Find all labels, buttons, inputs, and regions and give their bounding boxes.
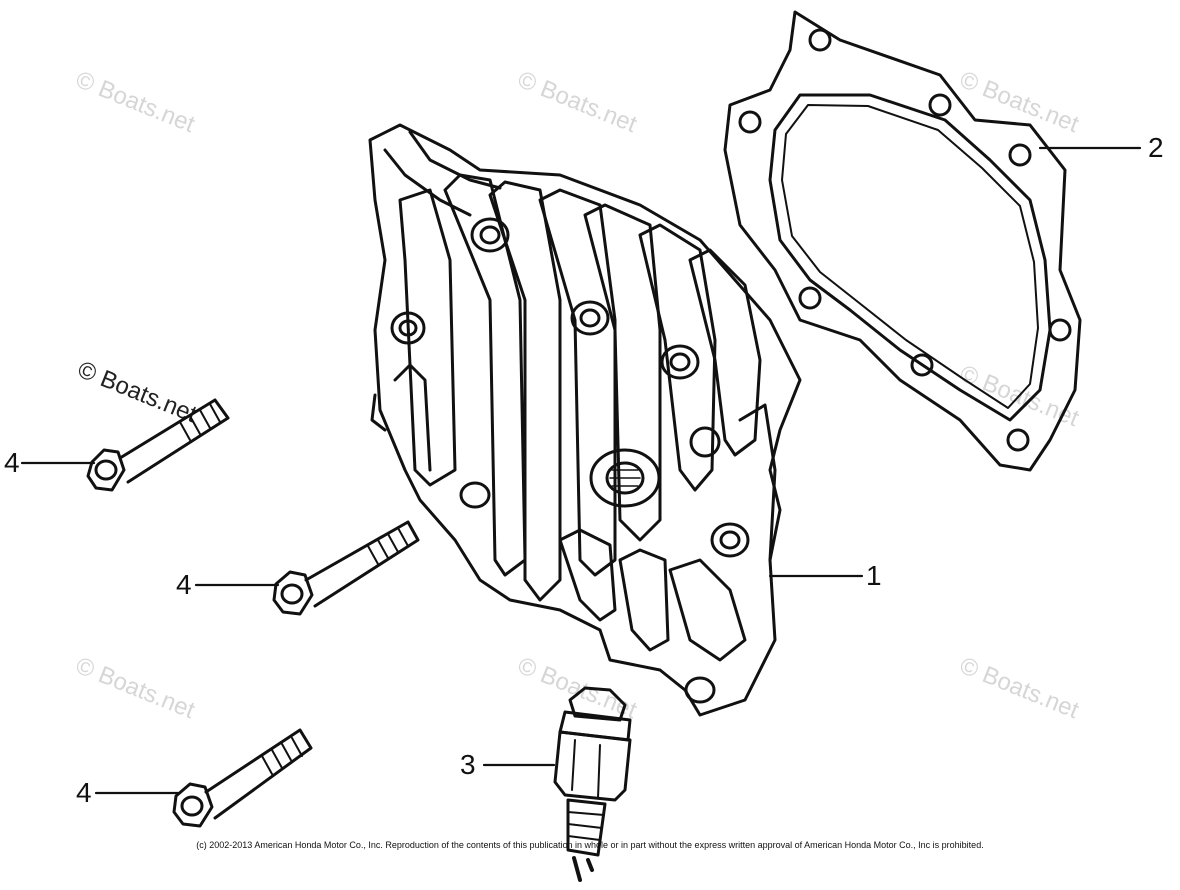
flange-bolt <box>172 728 313 828</box>
cylinder-head <box>368 123 802 717</box>
spark-plug <box>553 686 632 882</box>
callout-part-3: 3 <box>460 749 476 780</box>
callout-part-2: 2 <box>1148 132 1164 163</box>
callout-part-4-upper: 4 <box>4 447 20 478</box>
callout-part-4-middle: 4 <box>176 569 192 600</box>
flange-bolt <box>272 520 420 616</box>
callout-part-4-lower: 4 <box>76 777 92 808</box>
flange-bolt <box>86 398 230 492</box>
head-gasket <box>723 10 1082 472</box>
leader-lines <box>20 146 1142 795</box>
callout-part-1: 1 <box>866 560 882 591</box>
copyright-notice: (c) 2002-2013 American Honda Motor Co., … <box>196 840 984 850</box>
